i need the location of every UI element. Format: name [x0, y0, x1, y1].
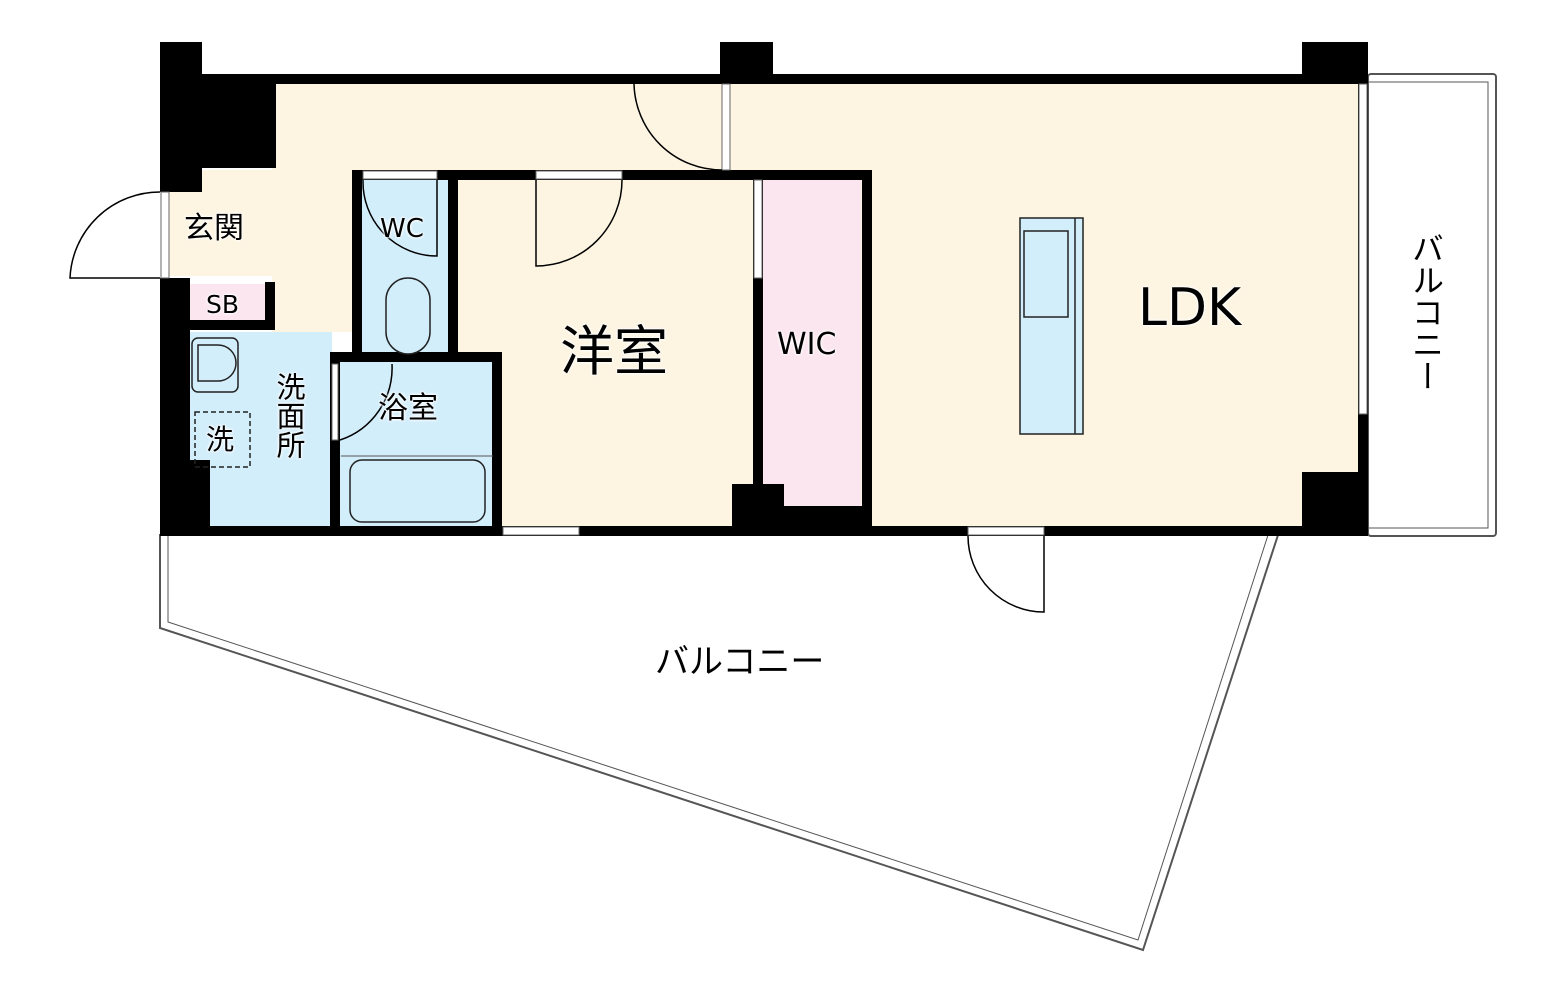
toilet-fixture [385, 277, 431, 355]
room-label-entrance: 玄関 [184, 211, 244, 246]
room-label-balcony-main: バルコニー [655, 642, 825, 682]
bathtub [349, 459, 486, 523]
room-label-balcony-side: バルコニー [1407, 232, 1445, 392]
room-label-wic: WIC [777, 327, 837, 362]
balcony-main-outline [159, 534, 1280, 952]
wic-floor [763, 180, 861, 506]
fixtures [191, 217, 1084, 523]
room-label-ldk: LDK [1138, 278, 1242, 338]
room-label-western-room: 洋室 [560, 320, 668, 383]
western-floor [458, 180, 754, 530]
room-label-washroom: 洗面所 [272, 372, 306, 459]
room-label-toilet: WC [380, 214, 424, 244]
shoebox-floor [190, 284, 268, 322]
room-label-washer: 洗 [206, 423, 235, 456]
room-label-bathroom: 浴室 [378, 391, 438, 426]
room-label-shoebox: SB [206, 290, 240, 319]
door-swings [69, 83, 1045, 613]
